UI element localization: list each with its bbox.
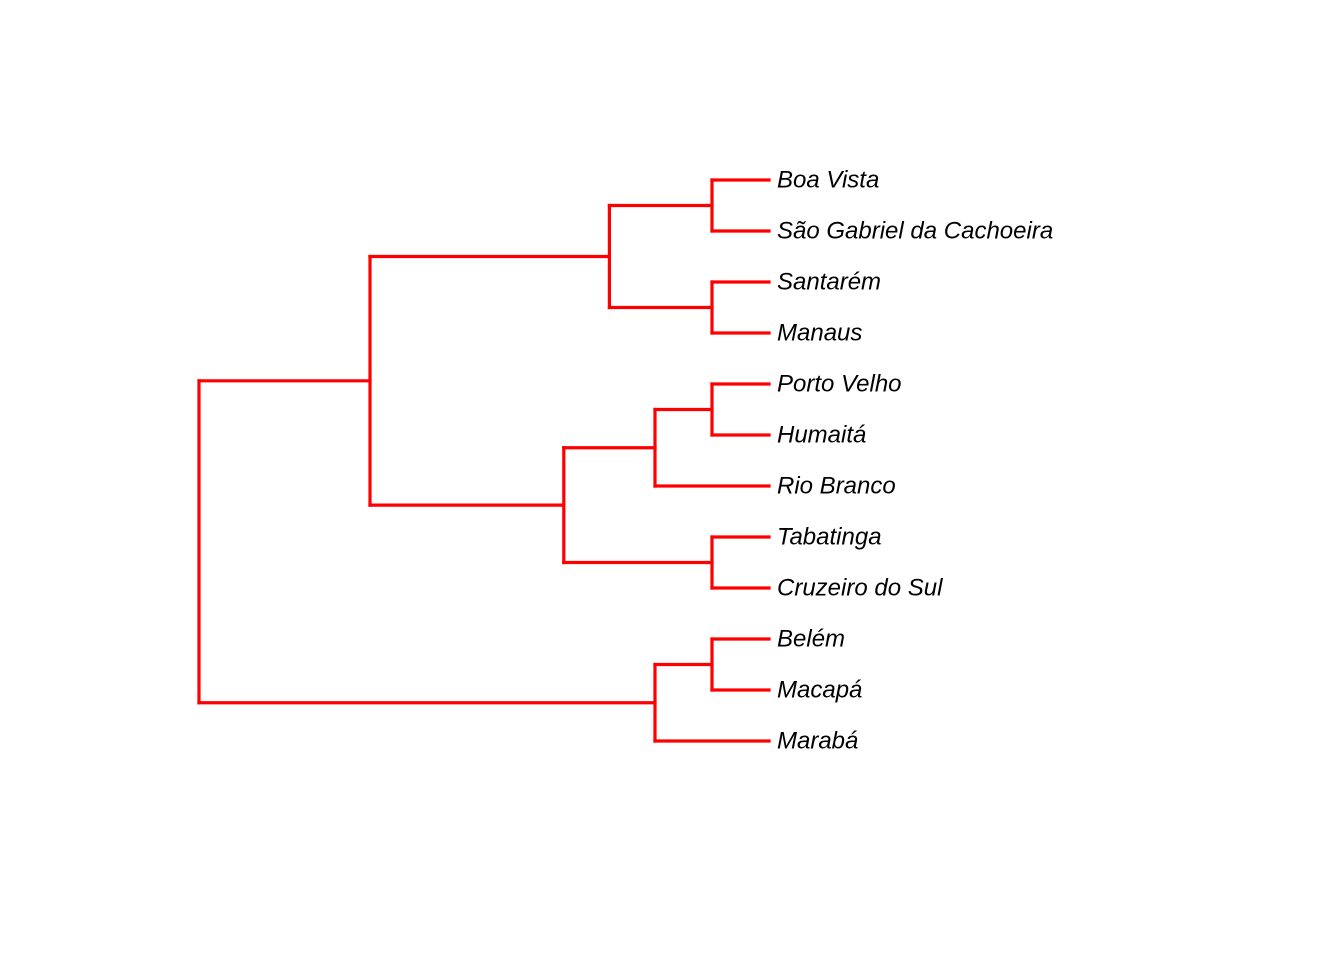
leaf-label-manaus: Manaus <box>777 320 862 347</box>
leaf-label-sao-gabriel-da-cachoeira: São Gabriel da Cachoeira <box>777 218 1053 245</box>
leaf-label-rio-branco: Rio Branco <box>777 473 896 500</box>
leaf-label-maraba: Marabá <box>777 728 858 755</box>
leaf-label-humaita: Humaitá <box>777 422 866 449</box>
leaf-label-belem: Belém <box>777 626 845 653</box>
leaf-label-macapa: Macapá <box>777 677 862 704</box>
dendrogram-branches <box>197 178 771 743</box>
leaf-label-santarem: Santarém <box>777 269 881 296</box>
leaf-label-cruzeiro-do-sul: Cruzeiro do Sul <box>777 575 943 602</box>
leaf-labels: Boa Vista São Gabriel da Cachoeira Santa… <box>777 167 1053 755</box>
leaf-label-boa-vista: Boa Vista <box>777 167 879 194</box>
leaf-label-tabatinga: Tabatinga <box>777 524 882 551</box>
leaf-label-porto-velho: Porto Velho <box>777 371 902 398</box>
